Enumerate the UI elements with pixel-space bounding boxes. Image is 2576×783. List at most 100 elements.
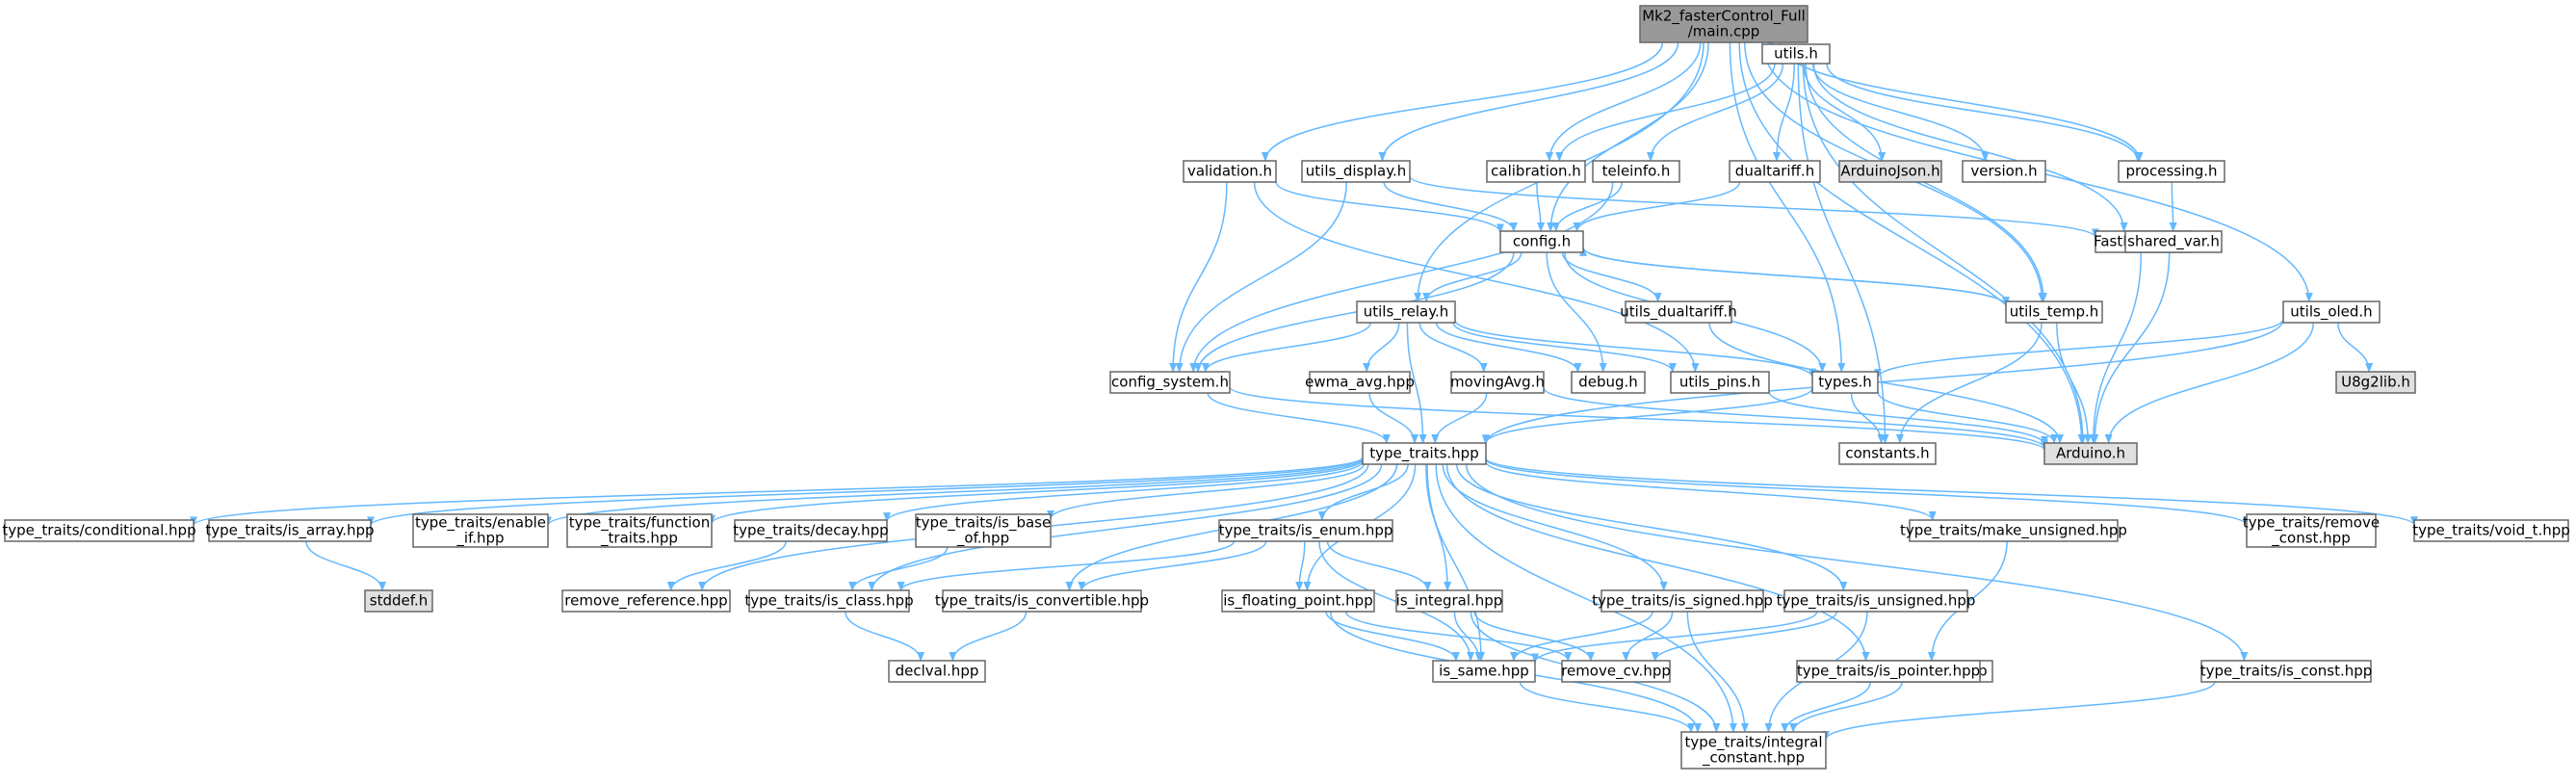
node-box — [1592, 160, 1680, 183]
node-tt-conditional[interactable]: type_traits/conditional.hpp — [2, 519, 196, 542]
node-arduino[interactable]: Arduino.h — [2043, 442, 2138, 465]
edge-utils-relay-to-ewma-avg — [1363, 322, 1400, 373]
node-type-traits[interactable]: type_traits.hpp — [1362, 442, 1487, 465]
node-utils[interactable]: utils.h — [1761, 43, 1831, 65]
edge-tt-is-unsigned-to-is-same — [1531, 611, 1818, 664]
node-declval[interactable]: declval.hpp — [888, 660, 986, 683]
node-tt-make-unsigned[interactable]: type_traits/make_unsigned.hpp — [1900, 519, 2127, 542]
node-u8g2lib[interactable]: U8g2lib.h — [2335, 371, 2416, 394]
edge-utils-relay-to-utils-pins — [1452, 322, 1677, 373]
node-box — [2282, 300, 2381, 324]
node-is-floating-point[interactable]: is_floating_point.hpp — [1221, 589, 1375, 613]
edge — [1812, 63, 2128, 232]
edge — [1485, 461, 1937, 521]
node-box — [2043, 442, 2138, 465]
node-box — [1625, 300, 1732, 324]
node-tt-is-enum[interactable]: type_traits/is_enum.hpp — [1218, 519, 1393, 542]
node-box — [734, 519, 888, 542]
edge-type-identity-to-tt-integral-constant — [1789, 681, 1903, 733]
node-tt-is-class[interactable]: type_traits/is_class.hpp — [744, 589, 914, 613]
edge-teleinfo-to-config — [1551, 181, 1623, 232]
node-utils-relay[interactable]: utils_relay.h — [1356, 300, 1456, 324]
node-label: utils_pins.h — [1679, 374, 1760, 392]
edge — [1426, 463, 1485, 662]
edge-config-to-utils-dualtariff — [1561, 251, 1662, 302]
edge — [868, 463, 1383, 591]
node-movingavg[interactable]: movingAvg.h — [1450, 371, 1545, 394]
node-tt-is-const[interactable]: type_traits/is_const.hpp — [2200, 660, 2373, 683]
edge — [1773, 63, 1795, 162]
node-teleinfo[interactable]: teleinfo.h — [1592, 160, 1680, 183]
node-validation[interactable]: validation.h — [1183, 160, 1277, 183]
node-tt-is-pointer[interactable]: type_traits/is_pointer.hpp — [1796, 660, 1981, 683]
edge — [1708, 322, 2064, 444]
edge-calibration-to-config — [1536, 181, 1546, 232]
node-tt-is-base-of[interactable]: type_traits/is_base_of.hpp — [915, 513, 1052, 548]
edge-tt-is-enum-to-is-floating-point — [1295, 540, 1306, 591]
node-tt-is-signed[interactable]: type_traits/is_signed.hpp — [1592, 589, 1773, 613]
edge-tt-make-unsigned-to-type-identity — [1927, 540, 2008, 662]
node-stddef[interactable]: stddef.h — [364, 589, 433, 613]
node-config-system[interactable]: config_system.h — [1109, 371, 1231, 394]
node-remove-reference[interactable]: remove_reference.hpp — [561, 589, 731, 613]
edge — [1378, 41, 1679, 162]
node-tt-is-convertible[interactable]: type_traits/is_convertible.hpp — [935, 589, 1149, 613]
node-box — [888, 660, 986, 683]
edge — [1275, 181, 1504, 234]
node-box — [1109, 371, 1231, 394]
edge-utils-to-processing — [1826, 63, 2142, 162]
edge-config-system-to-type-traits — [1207, 392, 1391, 444]
edge-tt-is-array-to-stddef — [305, 540, 386, 591]
edge — [1789, 681, 1903, 733]
edge — [1295, 540, 1306, 591]
node-arduinojson[interactable]: ArduinoJson.h — [1838, 160, 1942, 183]
edge — [1422, 251, 1522, 302]
node-dualtariff[interactable]: dualtariff.h — [1729, 160, 1821, 183]
node-is-same[interactable]: is_same.hpp — [1432, 660, 1536, 683]
node-remove-cv[interactable]: remove_cv.hpp — [1561, 660, 1671, 683]
node-processing[interactable]: processing.h — [2118, 160, 2225, 183]
node-tt-integral-constant[interactable]: type_traits/integral_constant.hpp — [1680, 731, 1827, 770]
edge — [1547, 41, 1709, 232]
node-tt-enable-if[interactable]: type_traits/enable_if.hpp — [412, 513, 549, 548]
node-utils-dualtariff[interactable]: utils_dualtariff.h — [1620, 300, 1737, 324]
node-box — [1301, 160, 1411, 183]
node-is-integral[interactable]: is_integral.hpp — [1395, 589, 1503, 613]
edge-utils-to-arduinojson — [1803, 63, 1886, 162]
node-debug[interactable]: debug.h — [1571, 371, 1646, 394]
edge — [1445, 463, 1870, 662]
node-label: stddef.h — [370, 592, 428, 610]
edge-dualtariff-to-config — [1573, 181, 1741, 232]
node-utils-oled[interactable]: utils_oled.h — [2282, 300, 2381, 324]
node-tt-remove-const[interactable]: type_traits/remove_const.hpp — [2243, 513, 2380, 548]
edge-utils-relay-to-types — [1454, 319, 1816, 378]
edge — [708, 458, 1364, 525]
node-version[interactable]: version.h — [1962, 160, 2046, 183]
edge-main-to-validation — [1261, 41, 1664, 162]
node-config[interactable]: config.h — [1499, 230, 1584, 253]
node-tt-is-unsigned[interactable]: type_traits/is_unsigned.hpp — [1777, 589, 1976, 613]
node-shared-var[interactable]: shared_var.h — [2124, 230, 2223, 253]
node-utils-pins[interactable]: utils_pins.h — [1670, 371, 1770, 394]
node-tt-decay[interactable]: type_traits/decay.hpp — [733, 519, 889, 542]
node-tt-function-traits[interactable]: type_traits/function_traits.hpp — [566, 513, 713, 548]
edge-types-to-type-traits — [1482, 387, 1813, 445]
node-types[interactable]: types.h — [1811, 371, 1879, 394]
node-label: remove_cv.hpp — [1561, 663, 1671, 681]
edge — [883, 460, 1364, 523]
node-main[interactable]: Mk2_fasterControl_Full/main.cpp — [1639, 5, 1808, 43]
node-utils-temp[interactable]: utils_temp.h — [2005, 300, 2103, 324]
node-box — [915, 513, 1052, 548]
edge-tt-is-enum-to-tt-is-convertible — [1078, 540, 1267, 591]
edge — [1326, 540, 1432, 591]
node-box — [1571, 371, 1646, 394]
node-utils-display[interactable]: utils_display.h — [1301, 160, 1411, 183]
node-constants[interactable]: constants.h — [1838, 442, 1937, 465]
node-ewma-avg[interactable]: ewma_avg.hpp — [1305, 371, 1415, 394]
node-tt-is-array[interactable]: type_traits/is_array.hpp — [205, 519, 375, 542]
edge — [2091, 251, 2171, 444]
node-calibration[interactable]: calibration.h — [1486, 160, 1586, 183]
node-tt-void-t[interactable]: type_traits/void_t.hpp — [2412, 519, 2570, 542]
edge — [2104, 322, 2315, 444]
node-label: utils_dualtariff.h — [1620, 303, 1736, 322]
